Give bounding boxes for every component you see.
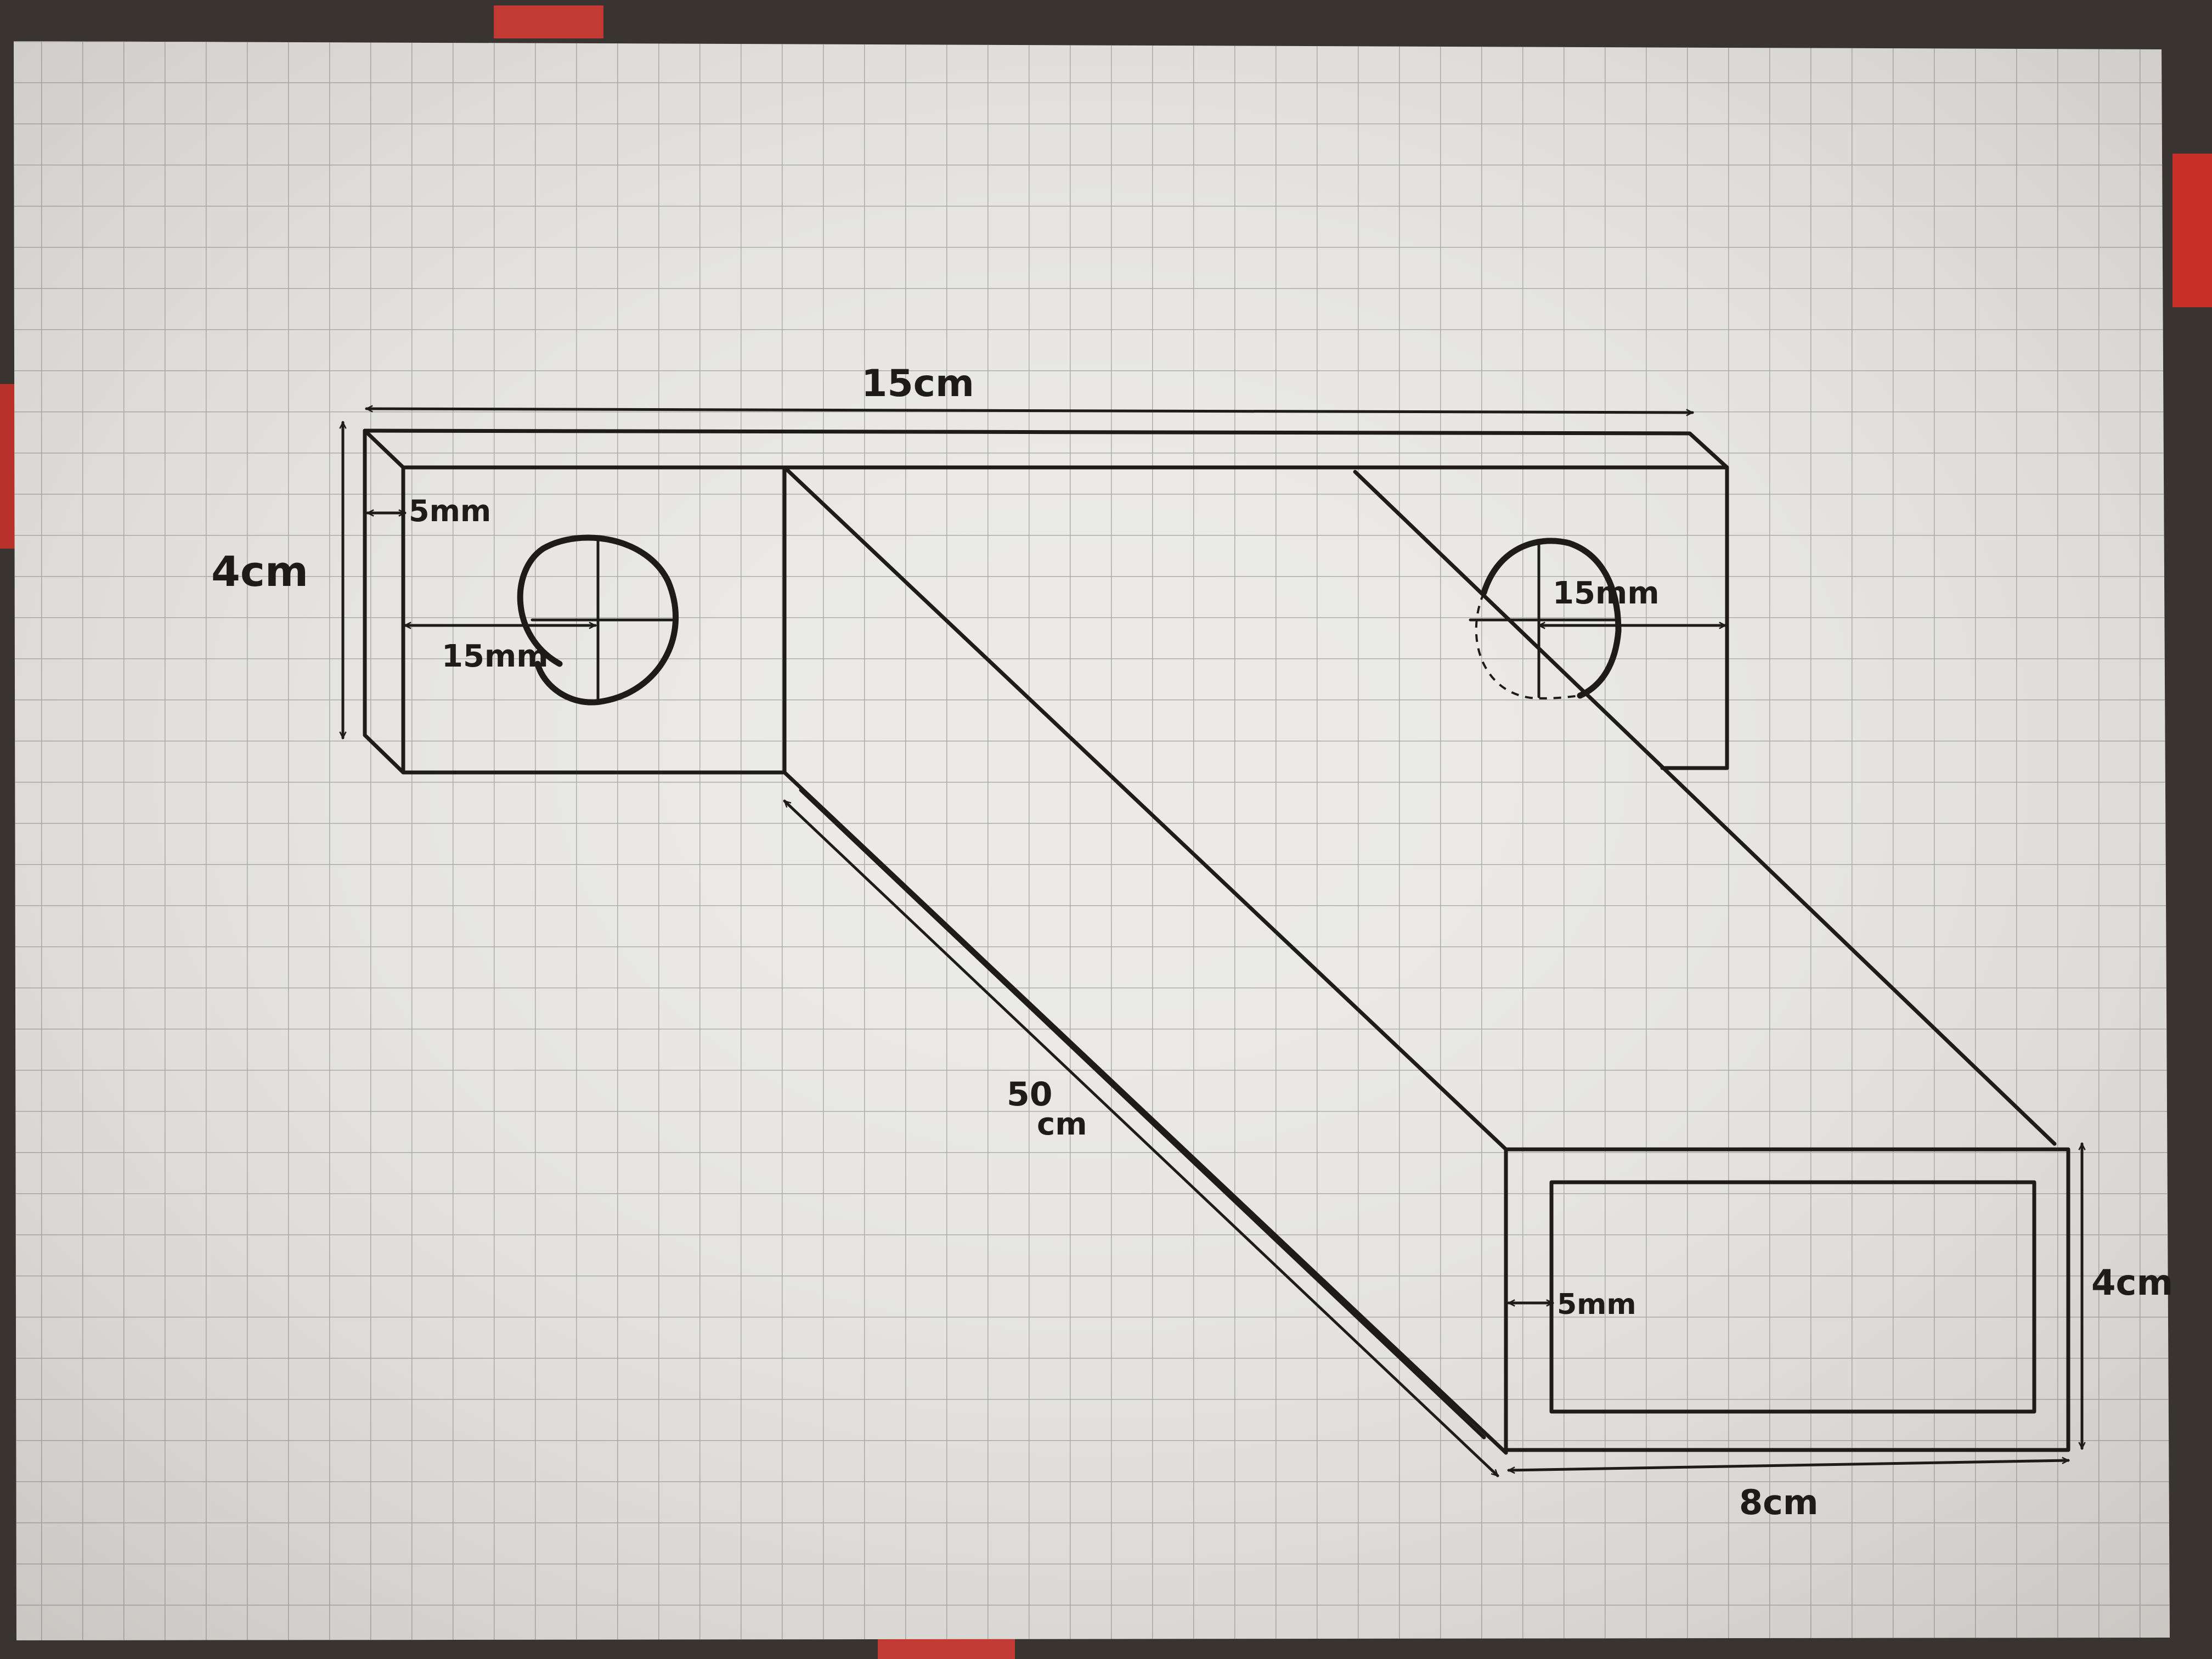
label-end-wall: 5mm [1557, 1288, 1637, 1321]
label-left-height: 4cm [211, 547, 308, 596]
backdrop-flag-top [494, 5, 603, 38]
right-end-plate [1660, 465, 1729, 770]
dim-end-width [1507, 1460, 2070, 1470]
left-hole [517, 534, 679, 706]
label-left-wall: 5mm [409, 494, 491, 528]
dim-ramp-length [783, 799, 1499, 1477]
backdrop-flag-right [2172, 154, 2212, 307]
label-ramp-length-unit: cm [1037, 1107, 1087, 1142]
ramp-drawing: 15cm 4cm 5mm 15mm 15mm 50 cm 5mm 4cm 8cm [211, 362, 2173, 1522]
right-hole [1469, 538, 1622, 699]
bottom-end-box [1504, 1147, 2070, 1455]
dimension-lines [343, 409, 2082, 1477]
label-left-hole-offset: 15mm [442, 639, 549, 674]
label-top-length: 15cm [861, 362, 974, 405]
label-end-width: 8cm [1739, 1482, 1819, 1522]
label-ramp-length-value: 50 [1007, 1075, 1053, 1114]
dim-top-length [365, 409, 1694, 413]
label-end-height: 4cm [2091, 1263, 2173, 1304]
label-right-hole-offset: 15mm [1553, 575, 1660, 611]
dimension-labels: 15cm 4cm 5mm 15mm 15mm 50 cm 5mm 4cm 8cm [211, 362, 2173, 1522]
top-beam [363, 428, 1729, 470]
left-end-plate [363, 428, 787, 775]
graph-paper [14, 41, 2170, 1640]
